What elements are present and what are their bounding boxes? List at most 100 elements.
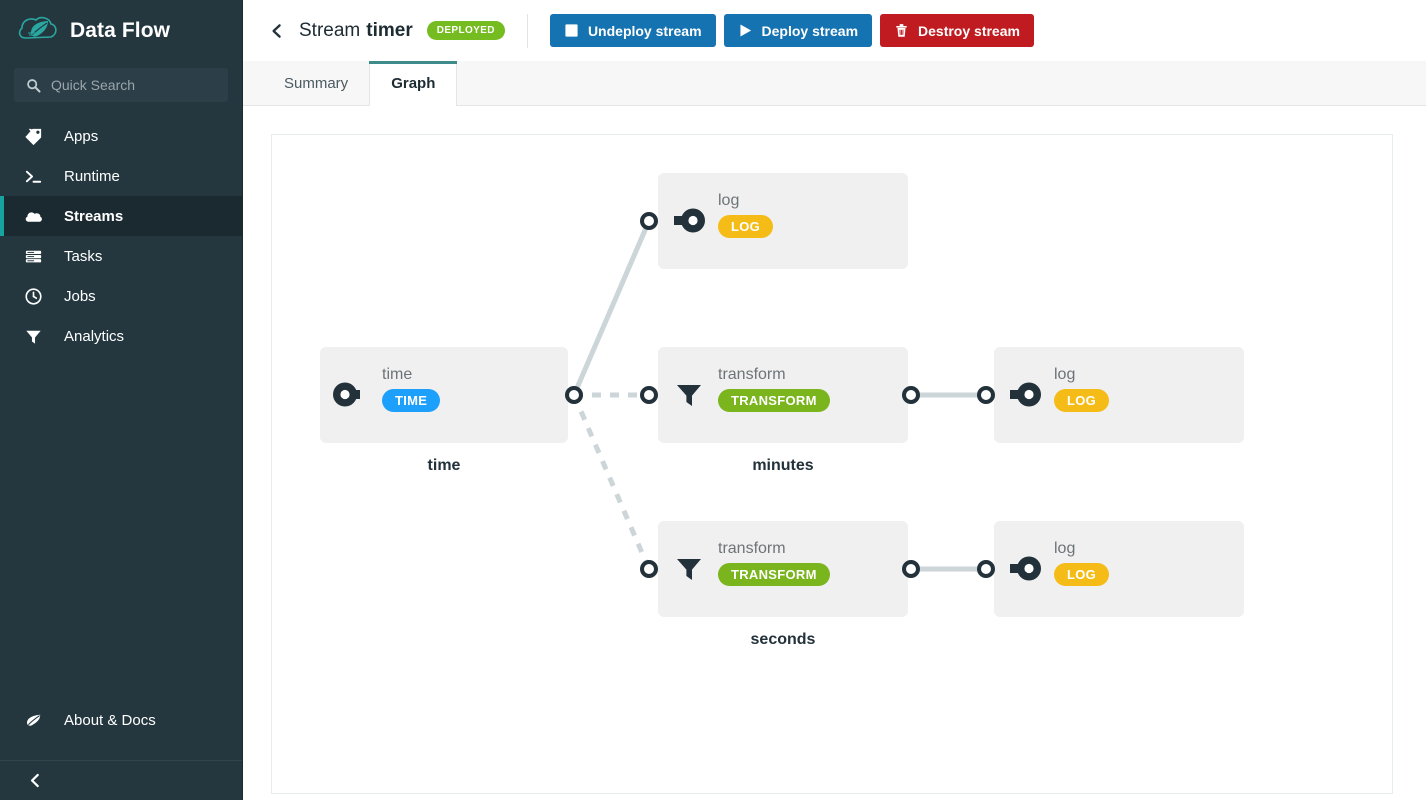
- trash-icon: [894, 23, 909, 38]
- server-icon: [22, 245, 44, 267]
- sidebar-item-label: About & Docs: [64, 711, 156, 729]
- funnel-icon: [674, 555, 704, 585]
- input-port-transform-1[interactable]: [640, 386, 658, 404]
- status-badge: DEPLOYED: [426, 21, 505, 40]
- back-chevron-icon[interactable]: [269, 23, 285, 39]
- button-label: Destroy stream: [918, 22, 1020, 39]
- page-title-name: timer: [366, 19, 413, 41]
- node-type-badge: LOG: [718, 215, 774, 238]
- graph-node-transform-2[interactable]: transform TRANSFORM: [658, 521, 908, 617]
- graph-node-log-top[interactable]: log LOG: [658, 173, 908, 269]
- sink-port-icon: [672, 206, 705, 236]
- group-label-seconds: seconds: [750, 631, 816, 648]
- node-type-badge: LOG: [1054, 389, 1110, 412]
- input-port-log-1[interactable]: [977, 386, 995, 404]
- output-port-transform-1[interactable]: [902, 386, 920, 404]
- node-type-badge: TRANSFORM: [718, 563, 830, 586]
- sidebar-item-label: Jobs: [64, 287, 96, 305]
- graph-edges: [571, 220, 986, 572]
- button-label: Deploy stream: [761, 22, 859, 39]
- sink-port-icon: [1008, 380, 1041, 410]
- deploy-stream-button[interactable]: Deploy stream: [723, 14, 873, 47]
- sink-port-icon: [1008, 554, 1041, 584]
- sidebar-item-label: Analytics: [64, 327, 125, 345]
- tag-icon: [22, 125, 44, 147]
- sidebar-item-label: Streams: [64, 207, 124, 225]
- graph-node-transform-1[interactable]: transform TRANSFORM: [658, 347, 908, 443]
- brand-title: Data Flow: [70, 19, 171, 42]
- search-input[interactable]: [51, 77, 216, 93]
- node-name: log: [1054, 366, 1076, 383]
- edge-time-to-transform-2: [571, 394, 652, 570]
- cloud-icon: [22, 205, 44, 227]
- graph-node-log-2[interactable]: log LOG: [994, 521, 1244, 617]
- funnel-icon: [22, 325, 44, 347]
- sidebar-item-jobs[interactable]: Jobs: [0, 276, 242, 316]
- sidebar-item-analytics[interactable]: Analytics: [0, 316, 242, 356]
- sidebar-collapse-button[interactable]: [0, 760, 242, 800]
- sidebar-item-label: Tasks: [64, 247, 103, 265]
- sidebar-item-streams[interactable]: Streams: [0, 196, 242, 236]
- spring-leaf-cloud-icon: [18, 14, 58, 48]
- destroy-stream-button[interactable]: Destroy stream: [880, 14, 1034, 47]
- output-port-time[interactable]: [565, 386, 583, 404]
- tab-summary[interactable]: Summary: [263, 61, 369, 105]
- node-type-badge: TIME: [382, 389, 441, 412]
- tab-label: Summary: [284, 74, 349, 92]
- undeploy-stream-button[interactable]: Undeploy stream: [549, 14, 716, 47]
- sidebar: Data Flow: [0, 0, 242, 800]
- output-port-transform-2[interactable]: [902, 560, 920, 578]
- sidebar-item-apps[interactable]: Apps: [0, 116, 242, 156]
- sidebar-spacer: [0, 356, 242, 700]
- sidebar-item-label: Apps: [64, 127, 99, 145]
- stream-graph-canvas[interactable]: time TIME time l: [271, 134, 1393, 794]
- page-title-prefix: Stream: [299, 19, 361, 41]
- graph-canvas-container: time TIME time l: [243, 106, 1426, 800]
- sidebar-item-tasks[interactable]: Tasks: [0, 236, 242, 276]
- node-name: log: [1054, 540, 1076, 557]
- graph-node-time[interactable]: time TIME: [320, 347, 568, 443]
- node-content: transform TRANSFORM: [718, 365, 830, 412]
- node-name: transform: [718, 366, 786, 383]
- search-icon: [26, 78, 41, 93]
- stop-square-icon: [564, 23, 579, 38]
- tab-bar: Summary Graph: [243, 61, 1426, 106]
- clock-icon: [22, 285, 44, 307]
- node-name: log: [718, 192, 740, 209]
- node-content: log LOG: [718, 191, 774, 238]
- sidebar-item-about-docs[interactable]: About & Docs: [0, 700, 242, 740]
- search-box[interactable]: [14, 68, 228, 102]
- node-content: log LOG: [1054, 365, 1110, 412]
- node-name: transform: [718, 540, 786, 557]
- node-content: time TIME: [382, 365, 441, 412]
- brand[interactable]: Data Flow: [0, 0, 242, 62]
- input-port-log-top[interactable]: [640, 212, 658, 230]
- edge-time-to-log: [571, 220, 652, 396]
- graph-node-log-1[interactable]: log LOG: [994, 347, 1244, 443]
- input-port-log-2[interactable]: [977, 560, 995, 578]
- group-label-minutes: minutes: [752, 457, 814, 474]
- node-type-badge: TRANSFORM: [718, 389, 830, 412]
- group-label-time: time: [427, 457, 461, 474]
- chevron-left-icon: [24, 770, 46, 792]
- input-port-transform-2[interactable]: [640, 560, 658, 578]
- funnel-icon: [674, 381, 704, 411]
- source-port-icon: [332, 380, 362, 410]
- search-container: [0, 68, 242, 102]
- node-content: log LOG: [1054, 539, 1110, 586]
- button-label: Undeploy stream: [587, 22, 702, 39]
- leaf-icon: [22, 709, 44, 731]
- sidebar-item-label: Runtime: [64, 167, 120, 185]
- sidebar-nav: Apps Runtime Streams: [0, 116, 242, 356]
- sidebar-item-runtime[interactable]: Runtime: [0, 156, 242, 196]
- terminal-icon: [22, 165, 44, 187]
- tab-graph[interactable]: Graph: [369, 61, 458, 106]
- toolbar-divider: [526, 13, 528, 48]
- node-name: time: [382, 366, 413, 383]
- tab-label: Graph: [391, 75, 436, 92]
- node-content: transform TRANSFORM: [718, 539, 830, 586]
